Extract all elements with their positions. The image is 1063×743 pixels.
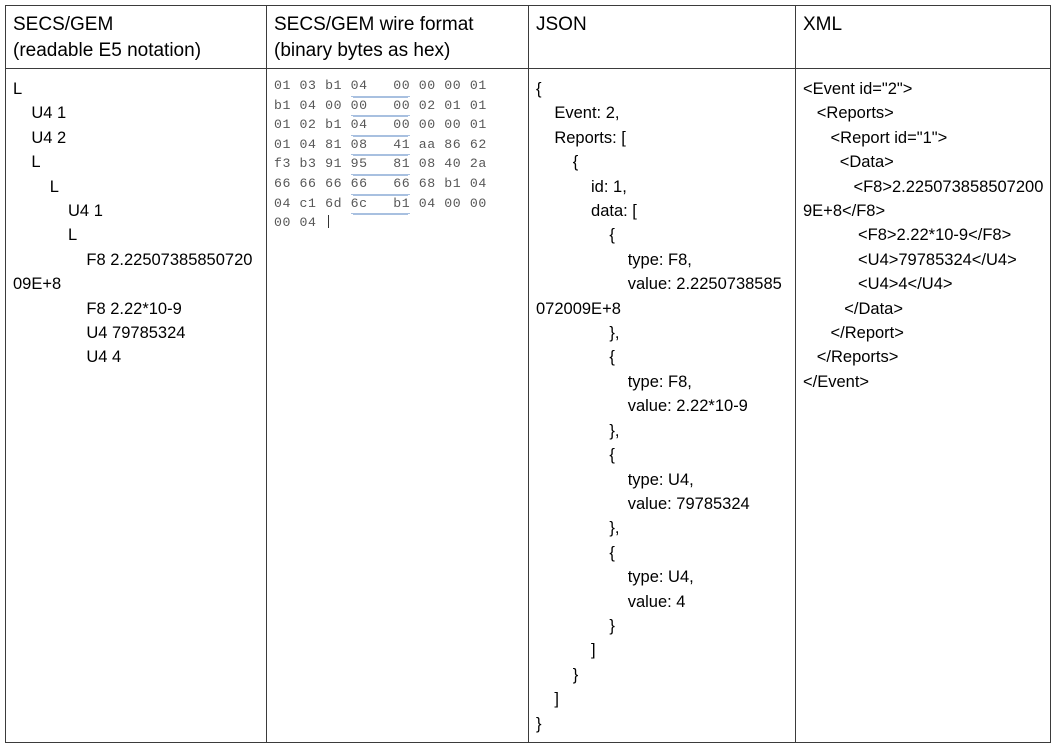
hex-bytes-underlined: 95 81 — [350, 155, 411, 175]
format-comparison-table: SECS/GEM (readable E5 notation) SECS/GEM… — [5, 5, 1051, 743]
body-cell-json: { Event: 2, Reports: [ { id: 1, data: [ … — [528, 68, 796, 743]
text-caret — [328, 215, 330, 229]
hex-bytes-underlined: 66 66 — [350, 175, 411, 195]
hex-bytes-trailing: 02 01 01 — [410, 97, 487, 113]
hex-bytes-underlined: 00 00 — [350, 97, 411, 117]
xml-cell: <Event id="2"> <Reports> <Report id="1">… — [796, 69, 1050, 400]
header-cell-json: JSON — [528, 5, 796, 69]
hex-bytes-trailing: 04 00 00 — [410, 195, 487, 211]
hex-bytes-underlined: 08 41 — [350, 136, 411, 156]
secs-gem-e5-code: L U4 1 U4 2 L L U4 1 L F8 2.225073858507… — [13, 80, 253, 367]
hex-line: 01 04 81 08 41 aa 86 62 — [274, 136, 522, 156]
hex-bytes-leading: 01 03 b1 — [274, 78, 351, 93]
hex-bytes-leading: b1 04 00 — [274, 97, 351, 113]
json-code: { Event: 2, Reports: [ { id: 1, data: [ … — [536, 80, 782, 733]
hex-bytes-trailing: 68 b1 04 — [410, 175, 487, 191]
hex-bytes-leading: 00 04 — [274, 215, 326, 231]
hex-line: 04 c1 6d 6c b1 04 00 00 — [274, 195, 522, 215]
hex-line: 66 66 66 66 66 68 b1 04 — [274, 175, 522, 195]
hex-line: 01 02 b1 04 00 00 00 01 — [274, 116, 522, 136]
header-label-wire-format: SECS/GEM wire format (binary bytes as he… — [274, 14, 474, 61]
hex-bytes-trailing: 00 00 01 — [410, 117, 487, 133]
hex-bytes-leading: 66 66 66 — [274, 175, 351, 191]
header-cell-secs-gem-e5: SECS/GEM (readable E5 notation) — [5, 5, 267, 69]
table-header-row: SECS/GEM (readable E5 notation) SECS/GEM… — [5, 5, 1051, 69]
hex-bytes-underlined: 6c b1 — [350, 195, 411, 215]
header-label-secs-gem-e5: SECS/GEM (readable E5 notation) — [13, 14, 202, 61]
hex-line: 01 03 b1 04 00 00 00 01 — [274, 77, 522, 97]
secs-gem-e5-cell: L U4 1 U4 2 L L U4 1 L F8 2.225073858507… — [6, 69, 266, 376]
hex-bytes-underlined: 04 00 — [350, 116, 411, 136]
table-body-row: L U4 1 U4 2 L L U4 1 L F8 2.225073858507… — [5, 68, 1051, 743]
hex-line: b1 04 00 00 00 02 01 01 — [274, 97, 522, 117]
hex-bytes-trailing: 08 40 2a — [410, 156, 487, 172]
hex-line: f3 b3 91 95 81 08 40 2a — [274, 155, 522, 175]
header-cell-xml: XML — [795, 5, 1051, 69]
hex-bytes-leading: 01 02 b1 — [274, 117, 351, 133]
hex-bytes-leading: f3 b3 91 — [274, 156, 351, 172]
hex-bytes-trailing: aa 86 62 — [410, 136, 487, 152]
hex-line: 00 04 — [274, 214, 522, 232]
hex-bytes-leading: 01 04 81 — [274, 136, 351, 152]
xml-code: <Event id="2"> <Reports> <Report id="1">… — [803, 80, 1044, 391]
hex-bytes-leading: 04 c1 6d — [274, 195, 351, 211]
body-cell-secs-gem-e5: L U4 1 U4 2 L L U4 1 L F8 2.225073858507… — [5, 68, 267, 743]
header-label-xml: XML — [803, 14, 843, 35]
header-cell-wire-format: SECS/GEM wire format (binary bytes as he… — [266, 5, 529, 69]
format-comparison-table-wrapper: SECS/GEM (readable E5 notation) SECS/GEM… — [5, 5, 1051, 743]
json-cell: { Event: 2, Reports: [ { id: 1, data: [ … — [529, 69, 795, 742]
hex-bytes-underlined: 04 00 — [350, 77, 411, 97]
hex-bytes-trailing: 00 00 01 — [410, 78, 487, 93]
header-label-json: JSON — [536, 14, 587, 35]
body-cell-xml: <Event id="2"> <Reports> <Report id="1">… — [795, 68, 1051, 743]
